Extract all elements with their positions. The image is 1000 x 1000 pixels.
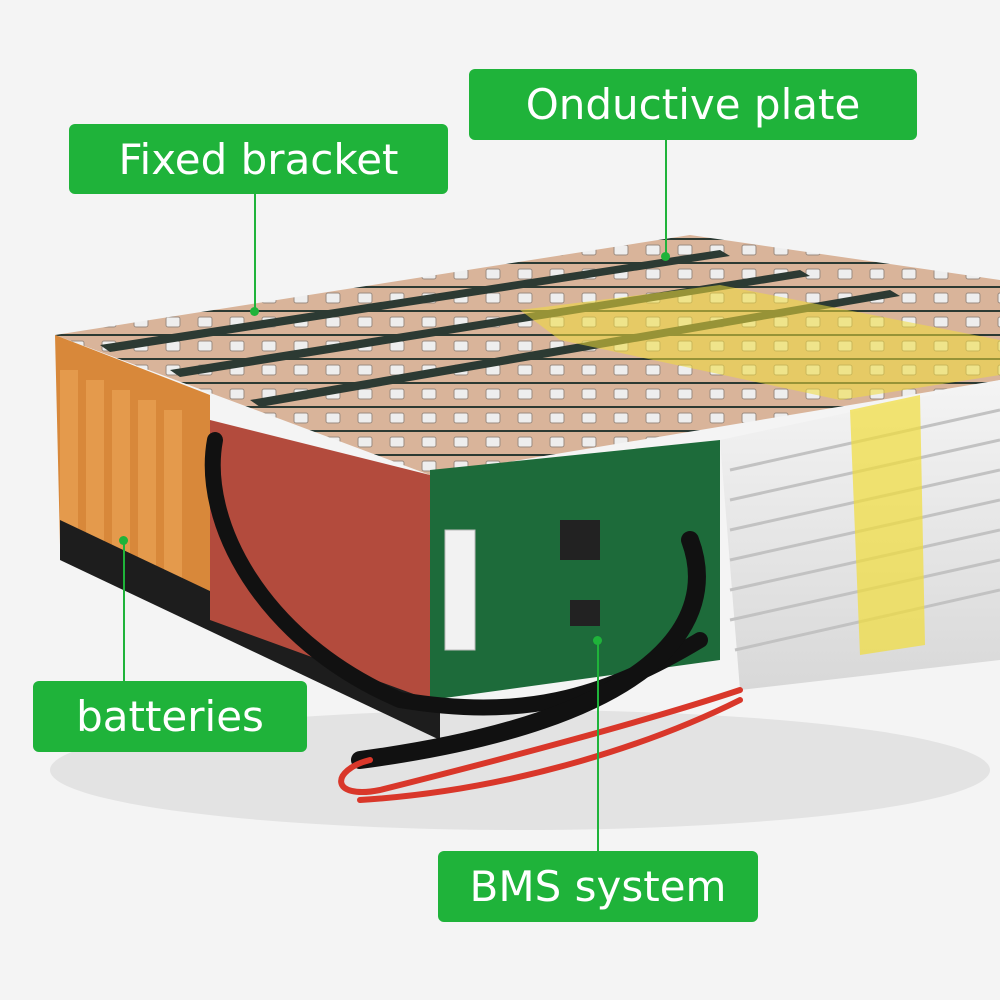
black-cable xyxy=(351,531,706,769)
fixed-bracket-leader xyxy=(254,193,256,311)
kapton-tape-side xyxy=(850,395,925,655)
bms-board xyxy=(430,440,720,700)
cell-row-shadow xyxy=(100,250,730,352)
batteries-dot xyxy=(119,536,128,545)
cell-columns xyxy=(60,370,182,600)
bms-system-dot xyxy=(593,636,602,645)
conductive-plate-leader xyxy=(665,140,667,255)
batteries-label: batteries xyxy=(33,681,307,752)
conductive-plate-dot xyxy=(661,252,670,261)
kapton-tape-top xyxy=(520,285,1000,400)
insulation-wrap xyxy=(210,420,430,700)
conductive-plate-label: Onductive plate xyxy=(469,69,917,140)
fixed-bracket-dot xyxy=(250,307,259,316)
batteries-leader xyxy=(123,540,125,682)
bms-system-leader xyxy=(597,640,599,852)
red-wire xyxy=(338,687,743,795)
bms-system-label: BMS system xyxy=(438,851,758,922)
fixed-bracket-label: Fixed bracket xyxy=(69,124,448,194)
red-wire xyxy=(357,697,743,803)
